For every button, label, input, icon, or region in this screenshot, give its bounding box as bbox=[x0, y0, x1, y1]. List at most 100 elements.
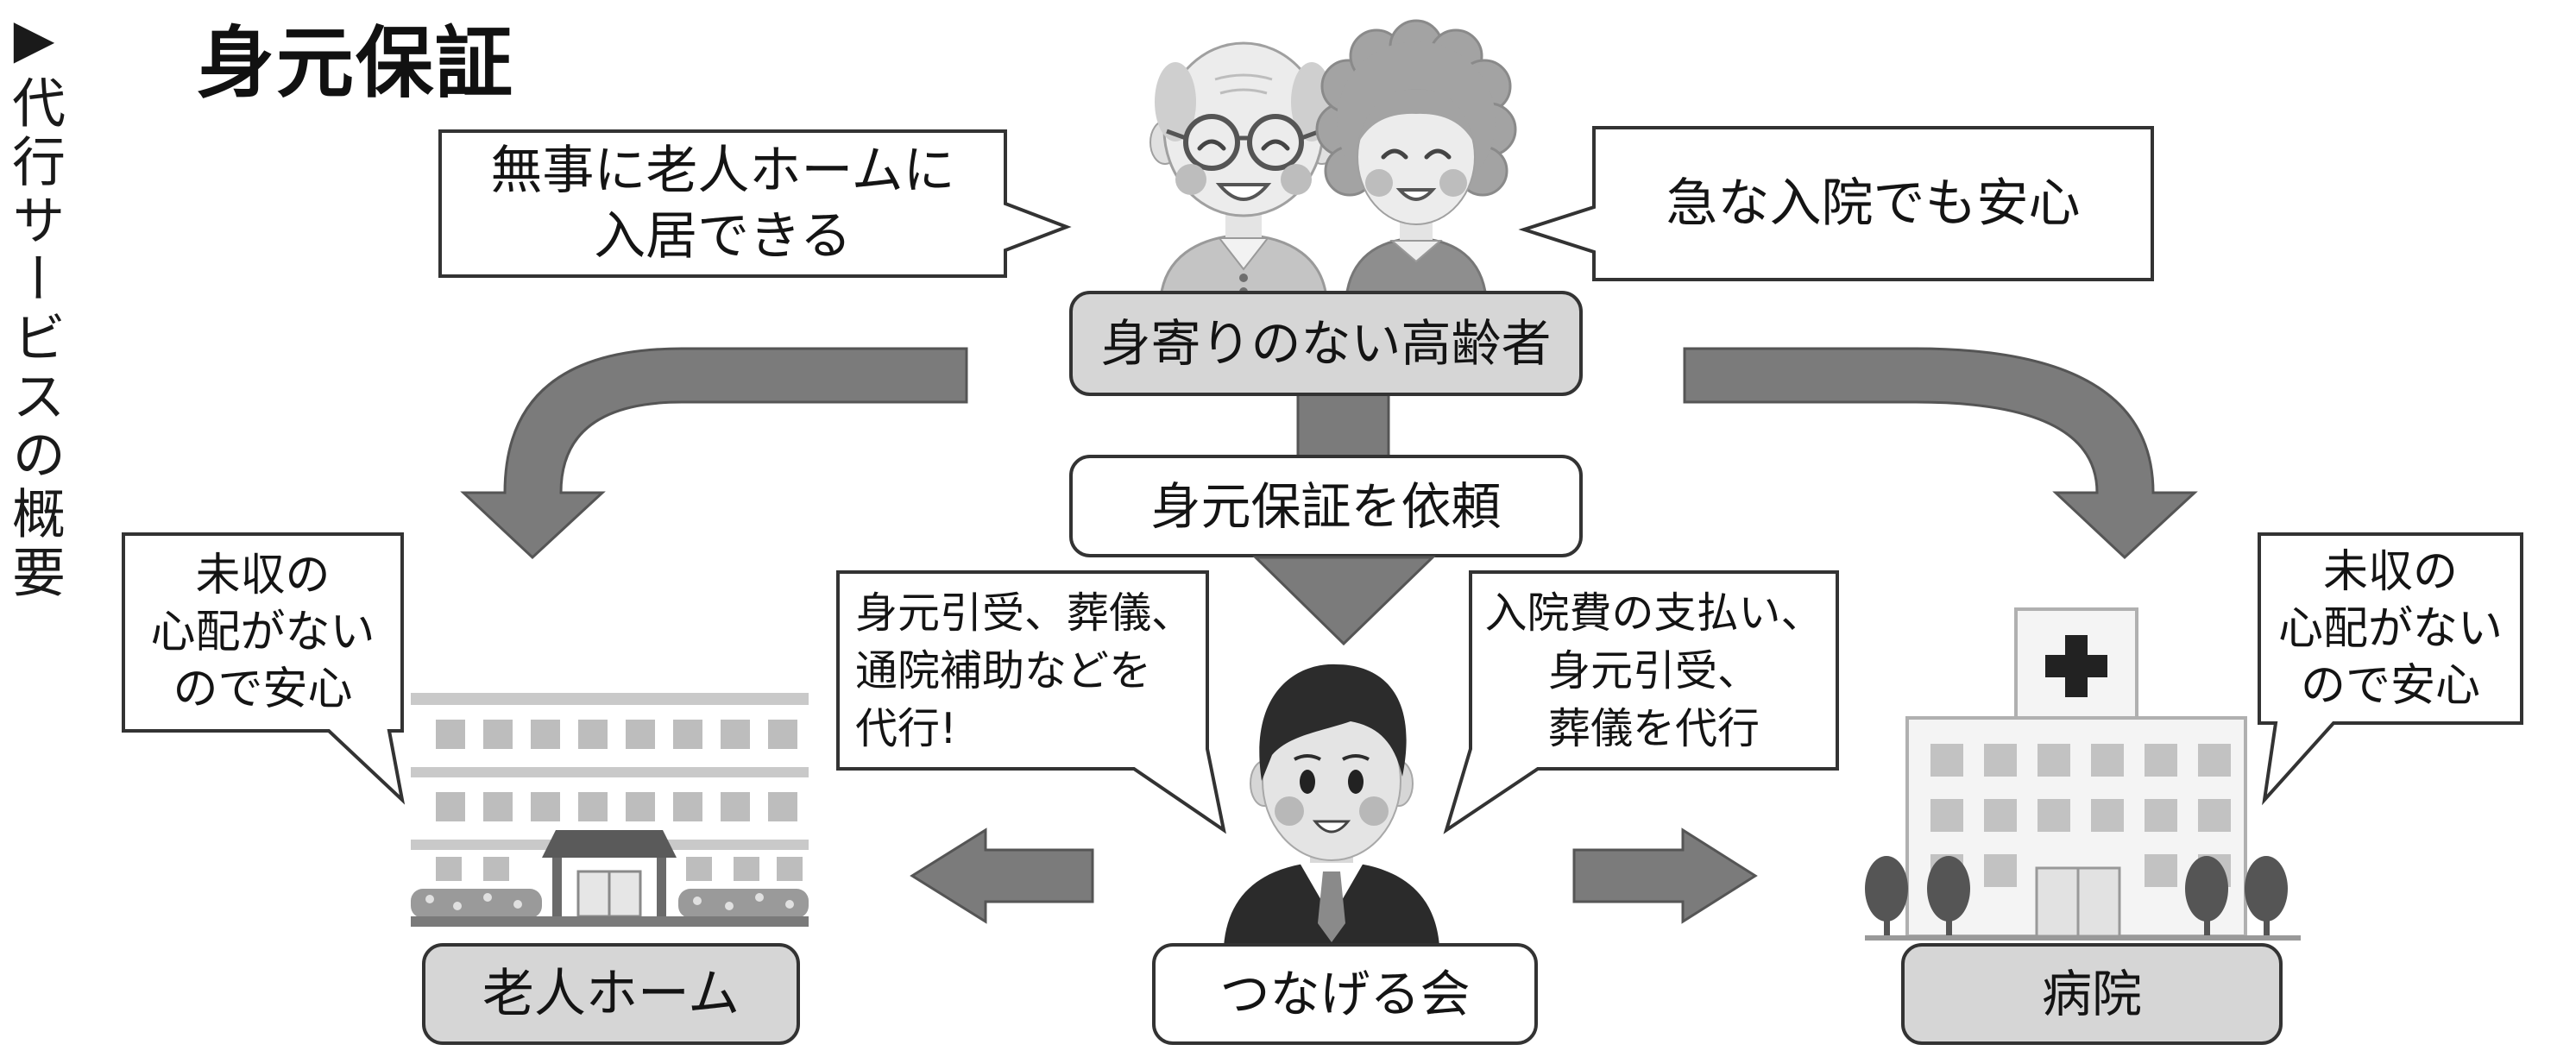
window bbox=[2091, 799, 2124, 832]
flower bbox=[483, 893, 492, 902]
curved-arrow-down-right bbox=[1683, 347, 2198, 560]
elderly-woman-cheek bbox=[1439, 169, 1467, 197]
section-caption: ▶代行サービスの概要 bbox=[3, 7, 66, 603]
flower bbox=[785, 900, 794, 909]
label-elderly-text: 身寄りのない高齢者 bbox=[1100, 314, 1552, 373]
window-row bbox=[436, 720, 797, 749]
hospital-windows bbox=[1930, 744, 2231, 887]
tree-trunk bbox=[1884, 906, 1890, 939]
bubble-line: ので安心 bbox=[173, 664, 353, 715]
cheek bbox=[1275, 796, 1304, 826]
window bbox=[1984, 854, 2017, 887]
window bbox=[626, 720, 655, 749]
trees bbox=[1865, 856, 2288, 939]
bubble-line: 未収の bbox=[195, 550, 331, 601]
elderly-woman-cheek bbox=[1365, 169, 1393, 197]
bubble-line: 通院補助などを bbox=[855, 645, 1152, 695]
bubble-line: 身元引受、葬儀、 bbox=[855, 588, 1194, 638]
window bbox=[673, 720, 702, 749]
flower bbox=[755, 893, 764, 902]
bubble-line: 急な入院でも安心 bbox=[1666, 173, 2081, 234]
window bbox=[2198, 744, 2231, 777]
mouth bbox=[1312, 820, 1351, 834]
window bbox=[2037, 744, 2070, 777]
curved-arrow-down-left bbox=[460, 347, 968, 560]
window bbox=[768, 720, 797, 749]
elderly-man-figure bbox=[1149, 41, 1338, 299]
speech-bubble-organization-services-right bbox=[1443, 570, 1839, 834]
hair bbox=[1259, 664, 1407, 781]
elderly-woman-bangs bbox=[1357, 89, 1475, 145]
window bbox=[2145, 744, 2177, 777]
label-nursing-home: 老人ホーム bbox=[424, 945, 798, 1043]
window bbox=[686, 857, 712, 881]
window bbox=[1930, 799, 1963, 832]
speech-bubble-hospital-admission bbox=[1518, 126, 2154, 281]
window bbox=[2198, 799, 2231, 832]
label-elderly: 身寄りのない高齢者 bbox=[1071, 293, 1581, 394]
hedge bbox=[411, 889, 542, 918]
bubble-text-nursing-home-entry: 無事に老人ホームに 入居できる bbox=[440, 131, 1005, 276]
window bbox=[2091, 744, 2124, 777]
window bbox=[777, 857, 803, 881]
tree-crown bbox=[2185, 856, 2228, 922]
floor-band bbox=[411, 767, 809, 777]
roof-band bbox=[411, 693, 809, 705]
window bbox=[436, 792, 465, 821]
bubble-line: 心配がない bbox=[2277, 602, 2503, 655]
elderly-man-collar bbox=[1217, 237, 1270, 271]
label-organization: つなげる会 bbox=[1154, 945, 1536, 1043]
label-request: 身元保証を依頼 bbox=[1071, 456, 1581, 556]
window bbox=[626, 792, 655, 821]
elderly-woman-collar bbox=[1389, 240, 1443, 263]
bubble-line: 入院費の支払い、 bbox=[1484, 588, 1823, 638]
speech-bubble-hospital-payment bbox=[2258, 532, 2523, 806]
eye bbox=[1300, 770, 1315, 794]
bubble-line: 葬儀を代行 bbox=[1547, 703, 1760, 753]
flower bbox=[693, 897, 702, 905]
tree-trunk bbox=[2204, 906, 2210, 939]
arrow-right bbox=[1572, 827, 1758, 924]
elderly-man-mouth bbox=[1215, 183, 1272, 201]
window bbox=[734, 857, 759, 881]
bubble-line: ので安心 bbox=[2300, 659, 2480, 712]
label-box-hospital bbox=[1901, 943, 2283, 1045]
flower bbox=[425, 895, 434, 903]
label-request-text: 身元保証を依頼 bbox=[1150, 476, 1502, 536]
label-hospital-text: 病院 bbox=[2041, 965, 2142, 1023]
tie bbox=[1318, 871, 1345, 942]
window bbox=[531, 720, 560, 749]
window bbox=[483, 720, 513, 749]
bubble-line: 未収の bbox=[2322, 545, 2458, 598]
businessman-illustration bbox=[1224, 664, 1439, 947]
window bbox=[578, 792, 608, 821]
speech-bubble-nursing-home-payment bbox=[122, 532, 406, 805]
window bbox=[721, 792, 750, 821]
hospital-building-illustration bbox=[1865, 607, 2301, 941]
glasses-lens bbox=[1247, 114, 1304, 171]
speech-bubble-organization-services-left bbox=[836, 570, 1226, 834]
elderly-woman-eyes bbox=[1381, 148, 1452, 160]
window bbox=[2037, 799, 2070, 832]
window bbox=[578, 720, 608, 749]
page-title: 身元保証 bbox=[197, 17, 514, 109]
elderly-man-eyes bbox=[1197, 139, 1290, 151]
label-organization-text: つなげる会 bbox=[1219, 965, 1471, 1023]
bubble-text-organization-services-right: 入院費の支払い、 身元引受、 葬儀を代行 bbox=[1471, 572, 1837, 769]
flower bbox=[513, 900, 522, 909]
window bbox=[2145, 854, 2177, 887]
window bbox=[531, 792, 560, 821]
bubble-line: 無事に老人ホームに bbox=[490, 141, 955, 201]
bubble-line: 入居できる bbox=[594, 206, 852, 267]
window bbox=[436, 720, 465, 749]
window bbox=[483, 857, 509, 881]
arrow-down-head bbox=[1252, 556, 1436, 646]
elderly-couple-illustration bbox=[1149, 19, 1517, 299]
label-box-request bbox=[1069, 455, 1583, 557]
flower bbox=[453, 902, 462, 910]
entrance-pillar bbox=[657, 858, 666, 916]
elderly-man-button bbox=[1239, 274, 1248, 282]
window bbox=[721, 720, 750, 749]
